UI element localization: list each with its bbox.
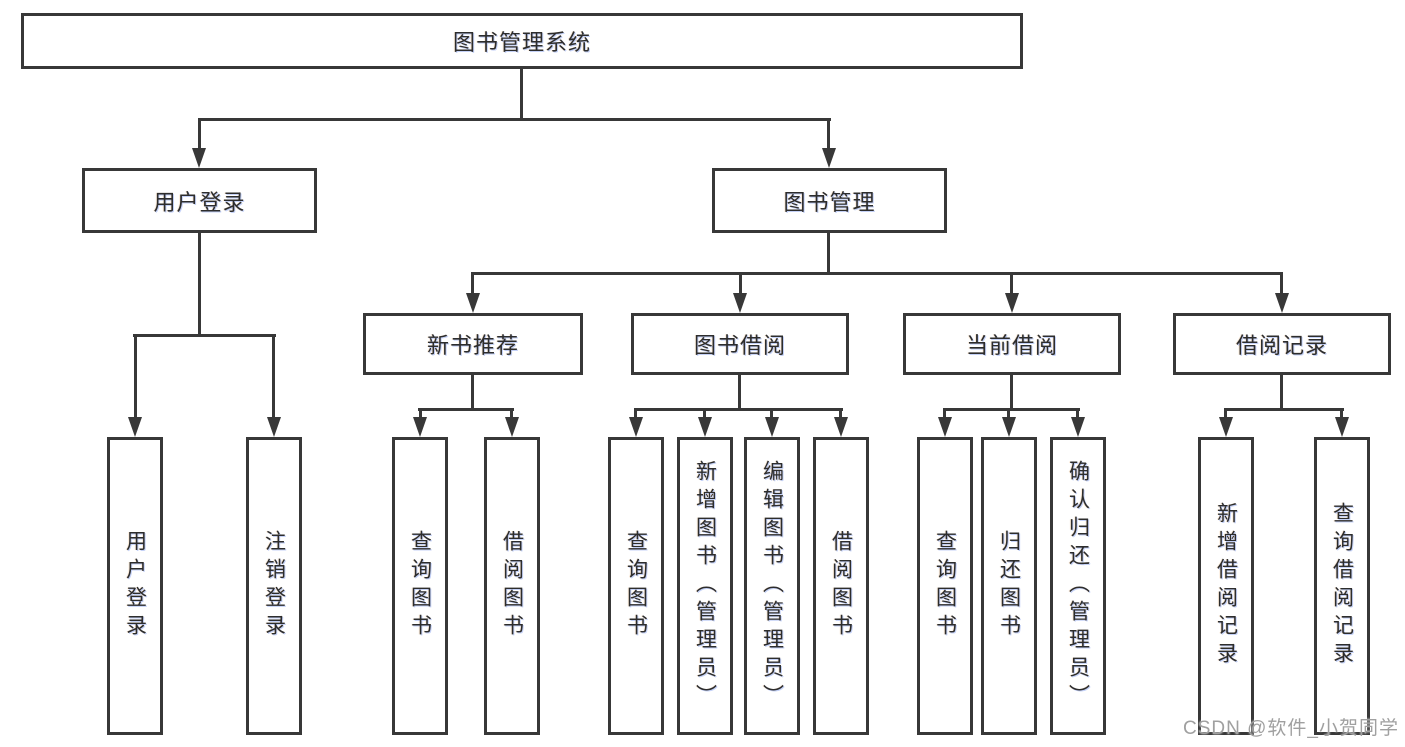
node-new-book-recommend: 新书推荐 bbox=[363, 313, 583, 375]
leaf-query-books-current-label: 查询图书 bbox=[933, 530, 957, 642]
connector-hline bbox=[943, 408, 1080, 411]
arrow-down-icon bbox=[733, 293, 747, 313]
leaf-borrow-books-recommend: 借阅图书 bbox=[484, 437, 540, 735]
leaf-query-books-recommend-label: 查询图书 bbox=[408, 530, 432, 642]
connector-vline bbox=[198, 118, 201, 151]
connector-vline bbox=[272, 334, 275, 419]
leaf-confirm-return-admin-label: 确认归还（管理员） bbox=[1066, 460, 1090, 712]
leaf-user-login-label: 用户登录 bbox=[123, 530, 147, 642]
node-current-borrow-label: 当前借阅 bbox=[965, 333, 1058, 358]
node-borrow-records: 借阅记录 bbox=[1173, 313, 1391, 375]
connector-hline bbox=[198, 118, 831, 121]
arrow-down-icon bbox=[1219, 417, 1233, 437]
leaf-add-borrow-record: 新增借阅记录 bbox=[1198, 437, 1254, 735]
node-book-management: 图书管理 bbox=[712, 168, 947, 233]
leaf-borrow-books-recommend-label: 借阅图书 bbox=[500, 530, 524, 642]
leaf-query-borrow-record: 查询借阅记录 bbox=[1314, 437, 1370, 735]
leaf-query-books-current: 查询图书 bbox=[917, 437, 973, 735]
connector-hline bbox=[1224, 408, 1344, 411]
connector-vline bbox=[471, 272, 474, 295]
arrow-down-icon bbox=[765, 417, 779, 437]
connector-vline bbox=[703, 408, 706, 419]
leaf-query-borrow-record-label: 查询借阅记录 bbox=[1330, 502, 1354, 670]
node-book-borrow: 图书借阅 bbox=[631, 313, 849, 375]
leaf-borrow-books: 借阅图书 bbox=[813, 437, 869, 735]
arrow-down-icon bbox=[822, 148, 836, 168]
leaf-return-books: 归还图书 bbox=[981, 437, 1037, 735]
connector-vline bbox=[1010, 272, 1013, 295]
connector-vline bbox=[1340, 408, 1343, 419]
leaf-return-books-label: 归还图书 bbox=[997, 530, 1021, 642]
node-book-management-label: 图书管理 bbox=[783, 189, 876, 215]
leaf-borrow-books-label: 借阅图书 bbox=[829, 530, 853, 642]
arrow-down-icon bbox=[1071, 417, 1085, 437]
node-new-book-recommend-label: 新书推荐 bbox=[426, 333, 519, 358]
connector-vline bbox=[739, 272, 742, 295]
leaf-logout-label: 注销登录 bbox=[262, 530, 286, 642]
connector-vline bbox=[471, 373, 474, 411]
connector-vline bbox=[770, 408, 773, 419]
connector-vline bbox=[827, 231, 830, 275]
connector-vline bbox=[738, 373, 741, 411]
arrow-down-icon bbox=[834, 417, 848, 437]
connector-vline bbox=[1010, 373, 1013, 411]
arrow-down-icon bbox=[192, 148, 206, 168]
connector-hline bbox=[418, 408, 514, 411]
connector-vline bbox=[198, 231, 201, 337]
connector-hline bbox=[634, 408, 843, 411]
connector-vline bbox=[1280, 373, 1283, 411]
arrow-down-icon bbox=[938, 417, 952, 437]
connector-vline bbox=[1224, 408, 1227, 419]
connector-vline bbox=[510, 408, 513, 419]
connector-vline bbox=[839, 408, 842, 419]
arrow-down-icon bbox=[1275, 293, 1289, 313]
arrow-down-icon bbox=[1005, 293, 1019, 313]
arrow-down-icon bbox=[413, 417, 427, 437]
leaf-add-borrow-record-label: 新增借阅记录 bbox=[1214, 502, 1238, 670]
arrow-down-icon bbox=[466, 293, 480, 313]
leaf-edit-books-admin-label: 编辑图书（管理员） bbox=[760, 460, 784, 712]
node-borrow-records-label: 借阅记录 bbox=[1235, 333, 1328, 358]
leaf-add-books-admin: 新增图书（管理员） bbox=[677, 437, 733, 735]
node-root-label: 图书管理系统 bbox=[452, 30, 591, 55]
node-user-login: 用户登录 bbox=[82, 168, 317, 233]
connector-vline bbox=[943, 408, 946, 419]
connector-vline bbox=[134, 334, 137, 419]
arrow-down-icon bbox=[505, 417, 519, 437]
leaf-query-books-borrow: 查询图书 bbox=[608, 437, 664, 735]
watermark: CSDN @软件_小贺同学 bbox=[1183, 718, 1399, 739]
connector-vline bbox=[1007, 408, 1010, 419]
node-current-borrow: 当前借阅 bbox=[903, 313, 1121, 375]
connector-vline bbox=[827, 118, 830, 151]
node-user-login-label: 用户登录 bbox=[153, 189, 246, 215]
node-book-borrow-label: 图书借阅 bbox=[693, 333, 786, 358]
connector-hline bbox=[471, 272, 1283, 275]
leaf-query-books-recommend: 查询图书 bbox=[392, 437, 448, 735]
connector-hline bbox=[133, 334, 276, 337]
leaf-logout: 注销登录 bbox=[246, 437, 302, 735]
connector-vline bbox=[1280, 272, 1283, 295]
leaf-confirm-return-admin: 确认归还（管理员） bbox=[1050, 437, 1106, 735]
arrow-down-icon bbox=[1002, 417, 1016, 437]
connector-vline bbox=[634, 408, 637, 419]
connector-vline bbox=[1076, 408, 1079, 419]
node-root-system: 图书管理系统 bbox=[21, 13, 1023, 69]
arrow-down-icon bbox=[629, 417, 643, 437]
connector-vline bbox=[520, 66, 523, 120]
arrow-down-icon bbox=[267, 417, 281, 437]
leaf-edit-books-admin: 编辑图书（管理员） bbox=[744, 437, 800, 735]
leaf-add-books-admin-label: 新增图书（管理员） bbox=[693, 460, 717, 712]
arrow-down-icon bbox=[128, 417, 142, 437]
leaf-user-login: 用户登录 bbox=[107, 437, 163, 735]
connector-vline bbox=[419, 408, 422, 419]
leaf-query-books-borrow-label: 查询图书 bbox=[624, 530, 648, 642]
arrow-down-icon bbox=[698, 417, 712, 437]
arrow-down-icon bbox=[1335, 417, 1349, 437]
